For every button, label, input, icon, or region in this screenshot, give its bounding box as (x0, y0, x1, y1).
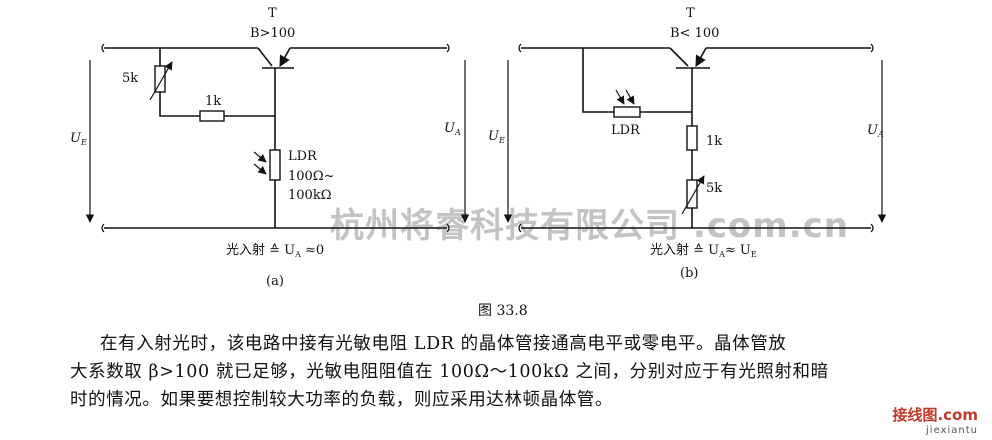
transistor-b-label: T (686, 6, 695, 21)
condition-b: 光入射 ≙ UA≈ UE (650, 242, 757, 259)
terminal-a-tr (446, 43, 450, 53)
ldr-a-light-arrow-1 (253, 151, 267, 163)
gain-b-label: B< 100 (670, 26, 719, 41)
transistor-b-symbol (669, 47, 710, 126)
ldr-a-light-arrow-2 (253, 163, 267, 175)
resistor-b-label: 1k (706, 134, 722, 149)
figure-caption: 图 33.8 (478, 303, 528, 319)
pot-a-label: 5k (122, 71, 138, 86)
paragraph-line-3: 时的情况。如果要想控制较大功率的负载，则应采用达林顿晶体管。 (70, 390, 613, 410)
watermark: 杭州将睿科技有限公司 .com.cn (330, 206, 849, 246)
ldr-b-label: LDR (611, 123, 641, 138)
site-logo-bottom: jiexiantu (926, 425, 978, 436)
site-logo-top: 接线图.com (892, 406, 978, 424)
pot-b-label: 5k (706, 181, 722, 196)
terminal-b-br (870, 223, 874, 233)
ldr-b-light-arrow-2 (625, 89, 635, 105)
ldr-a-label: LDR (288, 149, 318, 164)
ldr-a-range-high: 100kΩ (288, 188, 331, 203)
transistor-a-symbol (257, 47, 294, 228)
terminal-a-tl (101, 43, 105, 53)
ldr-a-range-low: 100Ω~ (288, 169, 334, 184)
terminal-b-tl (518, 43, 522, 53)
resistor-a-body (199, 110, 225, 122)
supply-a-label: UE (70, 131, 87, 147)
terminal-a-bl (101, 223, 105, 233)
tag-b: (b) (680, 266, 698, 281)
terminal-b-tr (870, 43, 874, 53)
output-a-label: UA (444, 121, 461, 137)
tag-a: (a) (266, 274, 284, 289)
pot-a-lead-bottom (159, 92, 200, 117)
paragraph-line-2: 大系数取 β>100 就已足够，光敏电阻阻值在 100Ω～100kΩ 之间，分别… (70, 362, 829, 382)
pot-a-arrow (149, 61, 173, 101)
ldr-b-body (613, 106, 641, 118)
resistor-b-body (686, 125, 698, 151)
terminal-a-br (446, 223, 450, 233)
condition-a: 光入射 ≙ UA ≈0 (226, 242, 324, 259)
pot-b-arrow (681, 175, 705, 215)
supply-b-label: UE (488, 129, 505, 145)
output-b-label: UA (867, 123, 884, 139)
ldr-b-light-arrow-1 (615, 89, 625, 105)
resistor-a-label: 1k (205, 94, 221, 109)
site-logo: 接线图.com jiexiantu (892, 404, 978, 436)
paragraph-line-1: 在有入射光时，该电路中接有光敏电阻 LDR 的晶体管接通高电平或零电平。晶体管放 (100, 334, 787, 354)
description-paragraph: 在有入射光时，该电路中接有光敏电阻 LDR 的晶体管接通高电平或零电平。晶体管放… (70, 330, 950, 414)
transistor-a-label: T (268, 6, 277, 21)
terminal-b-bl (518, 223, 522, 233)
ldr-b-lead-left (582, 48, 614, 113)
circuit-b: T B< 100 LDR 1k 5k UE UA 光入射 ≙ UA≈ UE (b… (488, 6, 887, 281)
gain-a-label: B>100 (250, 26, 295, 41)
circuit-a: T B>100 5k 1k LDR 100Ω~ 100kΩ UE UA 光入射 … (70, 6, 470, 289)
circuit-diagram: T B>100 5k 1k LDR 100Ω~ 100kΩ UE UA 光入射 … (70, 6, 887, 289)
ldr-a-body (269, 149, 281, 181)
